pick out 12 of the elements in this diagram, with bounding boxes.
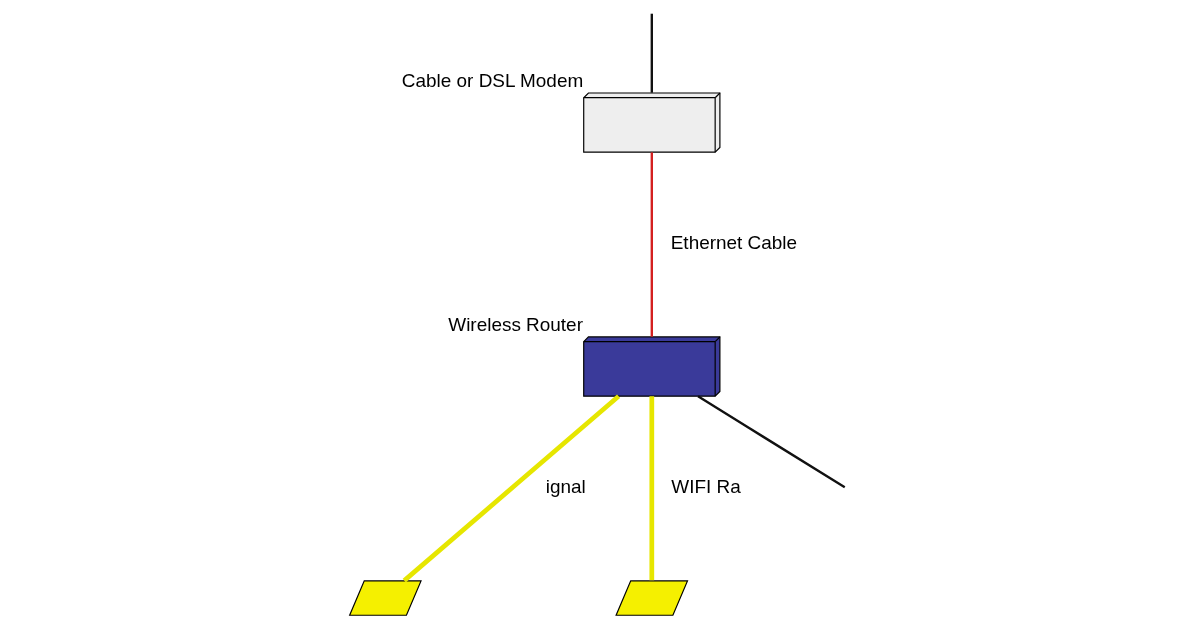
connector [402, 394, 621, 583]
node-bolt [615, 580, 689, 616]
connector [649, 396, 655, 581]
node-bolt [348, 580, 422, 616]
edge-label: Ethernet Cable [670, 232, 798, 254]
node-label: Cable or DSL Modem [401, 69, 584, 91]
connector [650, 13, 653, 93]
connector [650, 152, 653, 337]
edge-label: WIFI Ra [671, 476, 741, 498]
connector [697, 395, 846, 489]
node-label: Wireless Router [448, 313, 583, 335]
edge-label: ignal [545, 476, 586, 498]
